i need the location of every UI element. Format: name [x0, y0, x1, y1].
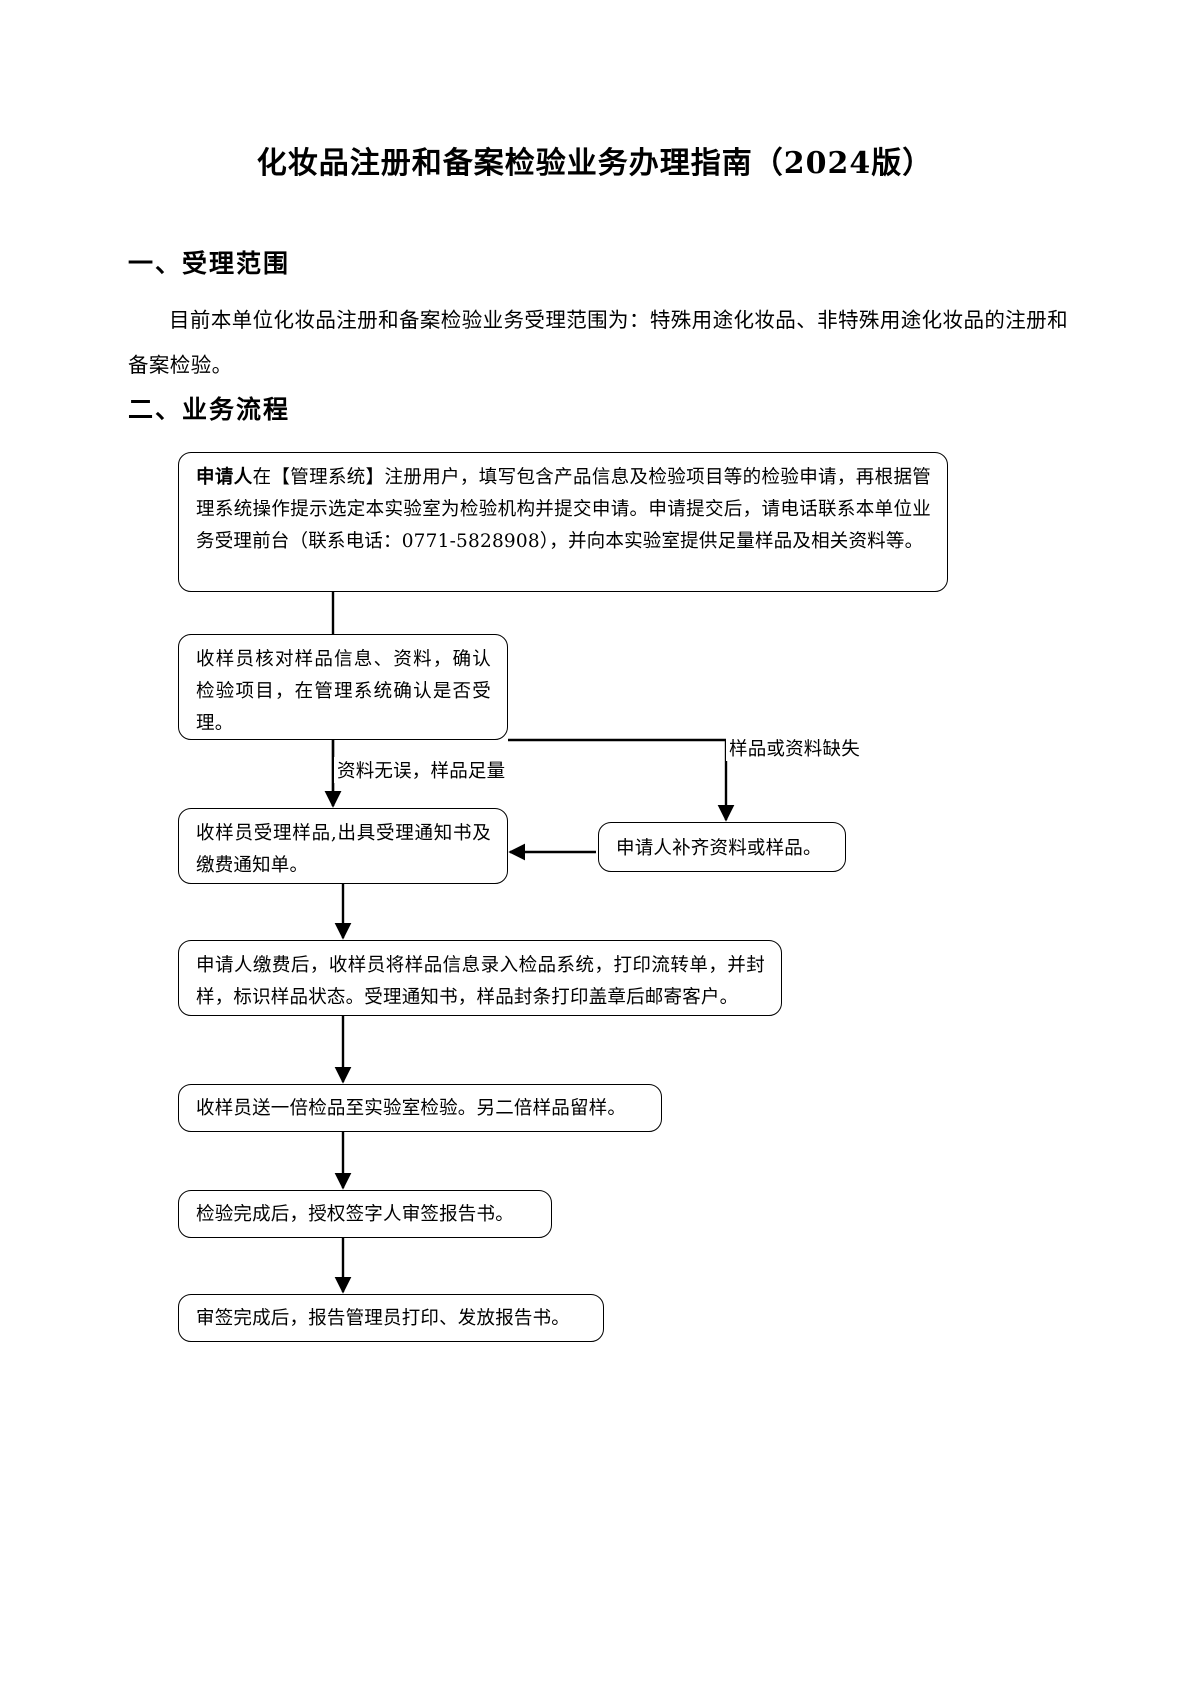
flow-node-accept-sample: 收样员受理样品,出具受理通知书及缴费通知单。 — [178, 808, 508, 884]
flow-node-application: 申请人在【管理系统】注册用户，填写包含产品信息及检验项目等的检验申请，再根据管理… — [178, 452, 948, 592]
page-title: 化妆品注册和备案检验业务办理指南（2024版） — [256, 146, 934, 181]
flow-node-sign-report: 检验完成后，授权签字人审签报告书。 — [178, 1190, 552, 1238]
section-heading-process: 二、业务流程 — [128, 395, 291, 424]
flow-node-application-lead: 申请人 — [196, 467, 253, 488]
flow-node-verify-sample: 收样员核对样品信息、资料，确认检验项目，在管理系统确认是否受理。 — [178, 634, 508, 740]
flow-node-issue-report: 审签完成后，报告管理员打印、发放报告书。 — [178, 1294, 604, 1342]
section-heading-scope: 一、受理范围 — [128, 249, 291, 278]
flow-node-deliver-to-lab: 收样员送一倍检品至实验室检验。另二倍样品留样。 — [178, 1084, 662, 1132]
flow-node-supplement-materials: 申请人补齐资料或样品。 — [598, 822, 846, 872]
flow-node-payment-and-entry: 申请人缴费后，收样员将样品信息录入检品系统，打印流转单，并封样，标识样品状态。受… — [178, 940, 782, 1016]
flow-node-application-text: 在【管理系统】注册用户，填写包含产品信息及检验项目等的检验申请，再根据管理系统操… — [196, 467, 931, 552]
flow-edge-label-accept: 资料无误，样品足量 — [334, 757, 509, 783]
section-paragraph-scope: 目前本单位化妆品注册和备案检验业务受理范围为：特殊用途化妆品、非特殊用途化妆品的… — [128, 308, 1068, 377]
flow-edge-label-reject: 样品或资料缺失 — [726, 735, 863, 761]
